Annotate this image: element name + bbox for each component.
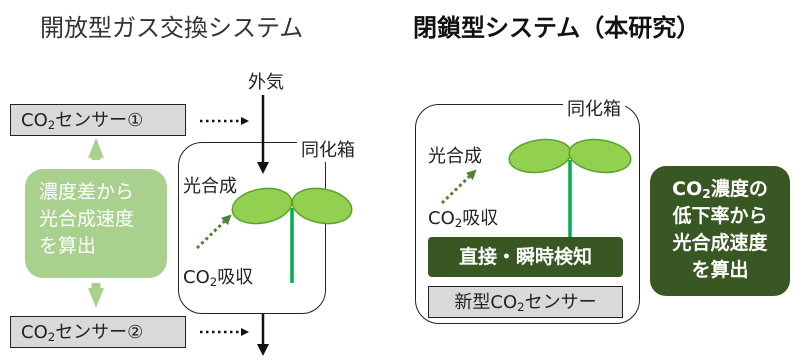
right-co2-absorb-label: CO2吸収 xyxy=(428,208,499,230)
left-seedling xyxy=(231,187,353,283)
open-system-title: 開放型ガス交換システム xyxy=(40,14,304,42)
calc-line: を算出 xyxy=(39,235,97,257)
calc-line: 濃度差から xyxy=(39,181,135,203)
calc-line: 低下率から xyxy=(672,205,768,227)
right-assimilation-chamber xyxy=(415,104,640,324)
co2-sensor-1: CO2センサー① xyxy=(10,104,186,136)
calc-line: 光合成速度 xyxy=(672,232,768,254)
co2-decline-rate-box: CO2濃度の 低下率から 光合成速度 を算出 xyxy=(650,166,790,296)
closed-system-title: 閉鎖型システム（本研究） xyxy=(413,14,701,42)
direct-instant-detection-box: 直接・瞬時検知 xyxy=(428,237,623,277)
left-co2-absorb-arrow xyxy=(195,214,232,250)
left-assimilation-chamber xyxy=(178,142,326,314)
co2-sensor-2: CO2センサー② xyxy=(10,316,186,348)
calc-line: 光合成速度 xyxy=(39,208,135,230)
outside-air-label: 外気 xyxy=(248,72,284,93)
right-seedling xyxy=(508,138,632,238)
new-co2-sensor: 新型CO2センサー xyxy=(428,286,623,318)
left-co2-absorb-label: CO2吸収 xyxy=(183,267,254,289)
right-co2-absorb-arrow xyxy=(440,169,477,205)
calc-line: CO2濃度の xyxy=(672,178,768,202)
left-chamber-label: 同化箱 xyxy=(297,136,359,162)
calc-line: を算出 xyxy=(691,259,749,281)
right-photosynthesis-label: 光合成 xyxy=(428,146,482,167)
concentration-difference-box: 濃度差から 光合成速度 を算出 xyxy=(25,169,167,278)
left-photosynthesis-label: 光合成 xyxy=(183,176,237,197)
right-chamber-label: 同化箱 xyxy=(563,95,625,121)
